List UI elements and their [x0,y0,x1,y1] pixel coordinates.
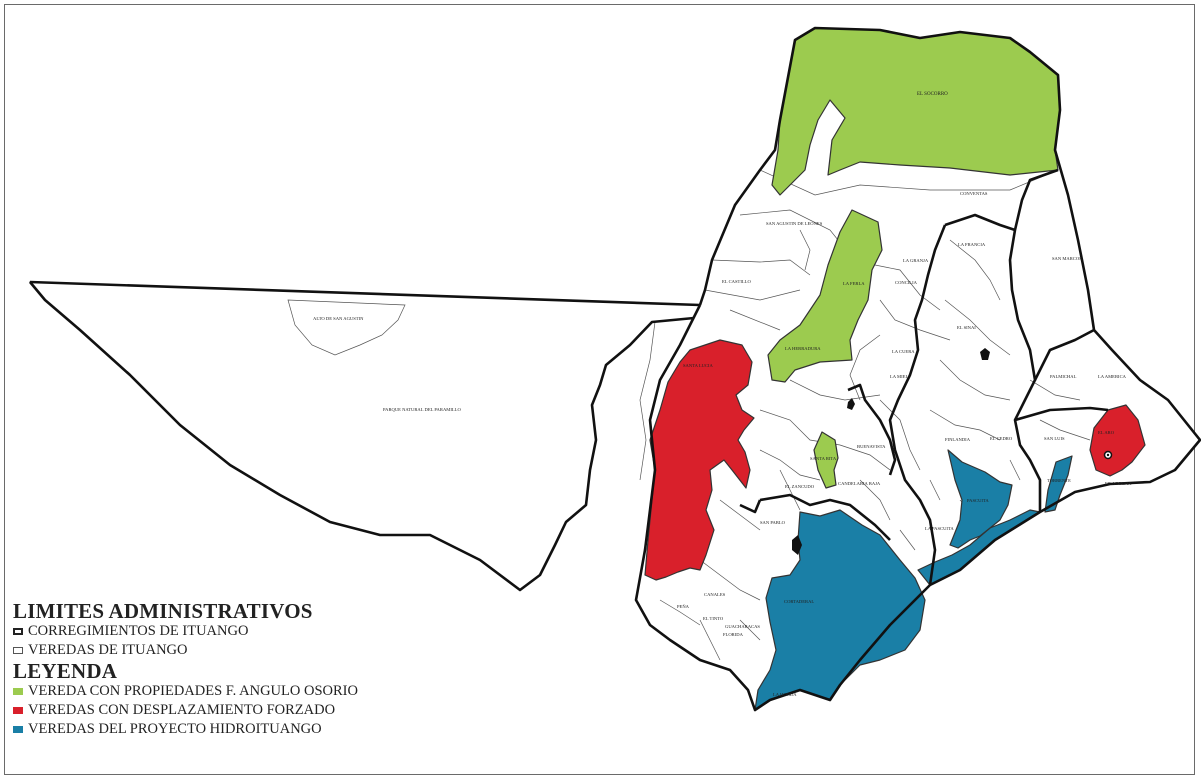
legend-hidroituango-label: VEREDAS DEL PROYECTO HIDROITUANGO [28,721,322,737]
label-buenavista: BUENAVISTA [857,444,886,449]
map-frame [4,4,1195,775]
label-filadelfia: FILADELFIA [1105,481,1132,486]
label-san-pablo: SAN PABLO [760,520,786,525]
label-santa-lucia: SANTA LUCIA [683,363,714,368]
corregimiento-boundaries [739,168,1109,586]
region-la-ferla[interactable] [767,209,883,383]
ituango-outline [29,26,1201,712]
legend-veredas-label: VEREDAS DE ITUANGO [28,642,188,658]
vereda-swatch [13,647,23,654]
label-el-socorro: EL SOCORRO [917,92,948,97]
legend-veredas: VEREDAS DE ITUANGO [13,641,358,660]
label-el-aro: EL ARO [1098,430,1115,435]
propiedades-swatch [13,688,23,695]
label-canales: CANALES [704,592,726,597]
label-la-pascuita: LA PASCUITA [925,526,954,531]
label-el-cedro: EL CEDRO [990,436,1013,441]
label-la-cuera: LA CUERA [892,349,915,354]
label-candelaria: CANDELARIA BAJA [838,481,881,486]
label-san-marcos: SAN MARCOS [1052,256,1082,261]
label-el-sinai: EL SINAI [957,325,976,330]
paramillo-outline [29,281,695,592]
label-palmichal: PALMICHAL [1050,374,1077,379]
corregimiento-swatch [13,628,23,635]
label-el-castillo: EL CASTILLO [722,279,751,284]
label-san-luis: SAN LUIS [1044,436,1065,441]
label-la-honda: LA HONDA [773,692,797,697]
label-pascuita: PASCUITA [967,498,989,503]
label-la-miel: LA MIEL [890,374,908,379]
region-green-small[interactable] [813,431,839,489]
label-la-america: LA AMERICA [1098,374,1127,379]
legend-desplazamiento-label: VEREDAS CON DESPLAZAMIENTO FORZADO [28,702,336,718]
legend-corregimientos-label: CORREGIMIENTOS DE ITUANGO [28,623,249,639]
map-labels: EL SOCORRO CONVENTAS ALTO DE SAN AGUSTIN… [313,92,1132,697]
label-florida: FLORIDA [723,632,744,637]
label-guacharacas: GUACHARACAS [725,624,760,629]
label-san-agustin-leones: SAN AGUSTIN DE LEONES [766,221,823,226]
label-conventas: CONVENTAS [960,191,988,196]
legend-leyenda-title: LEYENDA [13,659,118,683]
label-finlandia: FINLANDIA [945,437,971,442]
hidroituango-swatch [13,726,23,733]
region-alto-san-agustin[interactable] [287,299,406,356]
label-pena: PEÑA [677,604,690,609]
label-el-tinto: EL TINTO [703,616,724,621]
town-markers [792,348,1113,555]
region-la-prensa[interactable] [639,321,656,481]
legend-limites-title: LIMITES ADMINISTRATIVOS [13,599,313,623]
label-santa-rita: SANTA RITA [810,456,837,461]
label-concilia: CONCILIA [895,280,918,285]
label-la-francia: LA FRANCIA [958,242,986,247]
region-parque-paramillo[interactable] [29,281,701,591]
label-alto-san-agustin: ALTO DE SAN AGUSTIN [313,316,364,321]
label-la-ferla: LA FERLA [843,281,865,286]
region-el-aro[interactable] [1089,404,1146,477]
label-la-herradura: LA HERRADURA [785,346,821,351]
label-parque-paramillo: PARQUE NATURAL DEL PARAMILLO [383,407,461,412]
legend-desplazamiento: VEREDAS CON DESPLAZAMIENTO FORZADO [13,701,358,720]
map-legend: LIMITES ADMINISTRATIVOS CORREGIMIENTOS D… [13,600,358,739]
legend-propiedades: VEREDA CON PROPIEDADES F. ANGULO OSORIO [13,682,358,701]
legend-propiedades-label: VEREDA CON PROPIEDADES F. ANGULO OSORIO [28,683,358,699]
label-torrente: TORRENTE [1047,478,1071,483]
label-cortaderal: CORTADERAL [784,599,814,604]
legend-corregimientos: CORREGIMIENTOS DE ITUANGO [13,622,358,641]
region-hidro-east[interactable] [947,449,1013,549]
label-la-granja: LA GRANJA [903,258,929,263]
label-el-zancudo: EL ZANCUDO [785,484,815,489]
legend-hidroituango: VEREDAS DEL PROYECTO HIDROITUANGO [13,720,358,739]
desplazamiento-swatch [13,707,23,714]
